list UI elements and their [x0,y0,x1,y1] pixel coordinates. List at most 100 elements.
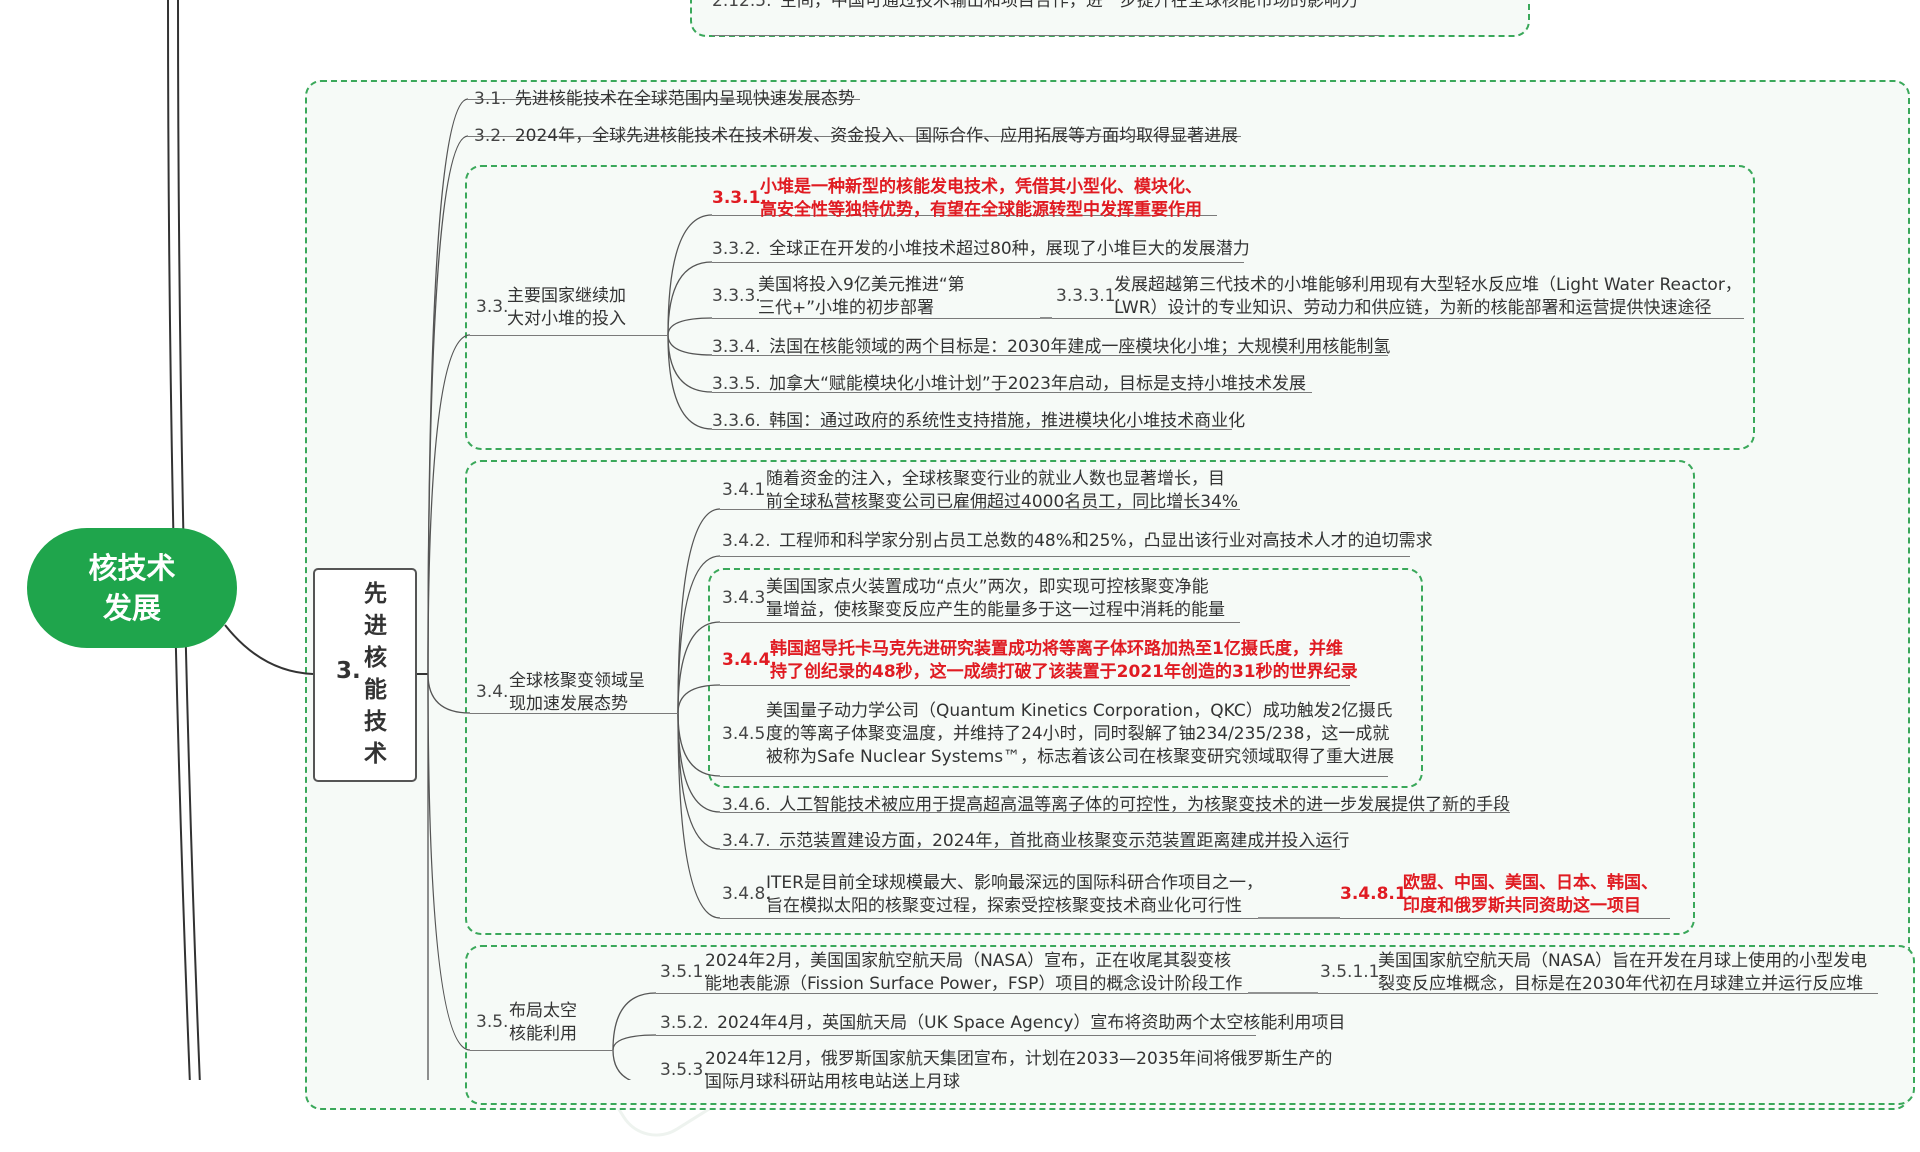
node-number: 3.3.4. [712,337,761,357]
underline [470,335,668,336]
node-text-line1: 2024年12月，俄罗斯国家航天集团宣布，计划在2033—2035年间将俄罗斯生… [705,1049,1333,1069]
node-text: 2024年，全球先进核能技术在技术研发、资金投入、国际合作、应用拓展等方面均取得… [514,126,1239,146]
underline [712,215,1217,216]
node-text: 加拿大“赋能模块化小堆计划”于2023年启动，目标是支持小堆技术发展 [769,374,1306,394]
underline [470,1050,613,1051]
node-text-line1: 小堆是一种新型的核能发电技术，凭借其小型化、模块化、 [760,177,1202,197]
underline [470,713,678,714]
node-number: 3.4.2. [722,531,771,551]
node-number: 3.3.2. [712,239,761,259]
node-3-3-4[interactable]: 3.3.4. 法国在核能领域的两个目标是：2030年建成一座模块化小堆；大规模利… [712,336,1390,359]
node-3-3-2[interactable]: 3.3.2. 全球正在开发的小堆技术超过80种，展现了小堆巨大的发展潜力 [712,238,1250,261]
node-number: 3.3.1. [712,188,767,208]
underline [712,392,1312,393]
underline [1052,318,1744,319]
node-number: 3.5.2. [660,1013,709,1033]
node-number: 2.12.5. [712,0,772,11]
node-text-line1: 布局太空 [509,1001,577,1021]
underline [468,136,1241,137]
node-3-1[interactable]: 3.1. 先进核能技术在全球范围内呈现快速发展态势 [474,88,855,111]
node-3-3-5[interactable]: 3.3.5. 加拿大“赋能模块化小堆计划”于2023年启动，目标是支持小堆技术发… [712,373,1306,396]
underline [720,776,1388,777]
underline [712,355,1388,356]
node-3-2[interactable]: 3.2. 2024年，全球先进核能技术在技术研发、资金投入、国际合作、应用拓展等… [474,125,1238,148]
node-number: 3.5.1. [660,962,709,982]
node-text-line2: 持了创纪录的48秒，这一成绩打破了该装置于2021年创造的31秒的世界纪录 [770,662,1358,682]
underline [720,685,1350,686]
node-3-4-7[interactable]: 3.4.7. 示范装置建设方面，2024年，首批商业核聚变示范装置距离建成并投入… [722,830,1349,853]
node-text: 空间，中国可通过技术输出和项目合作，进一步提升在全球核能市场的影响力 [779,0,1358,11]
node-text-line2: 印度和俄罗斯共同资助这一项目 [1403,896,1641,916]
node-text-line2: 现加速发展态势 [509,694,628,714]
underline [1340,918,1670,919]
node-text-line1: 美国将投入9亿美元推进“第 [758,275,965,295]
group-box-3-5 [465,945,1915,1105]
underline [720,812,1510,813]
node-text: 工程师和科学家分别占员工总数的48%和25%，凸显出该行业对高技术人才的迫切需求 [779,531,1433,551]
group-box-section-2-tail [690,0,1530,37]
node-text-line3: 被称为Safe Nuclear Systems™，标志着该公司在核聚变研究领域取… [766,747,1395,767]
node-text-line2: 高安全性等独特优势，有望在全球能源转型中发挥重要作用 [760,200,1202,220]
node-text: 韩国：通过政府的系统性支持措施，推进模块化小堆技术商业化 [769,411,1246,431]
node-text-line2: 旨在模拟太阳的核聚变过程，探索受控核聚变技术商业化可行性 [766,896,1242,916]
root-title-line2: 发展 [102,591,161,625]
node-3-3-6[interactable]: 3.3.6. 韩国：通过政府的系统性支持措施，推进模块化小堆技术商业化 [712,410,1245,433]
section-node[interactable] [313,568,417,782]
underline [720,556,1410,557]
node-text-line2: 大对小堆的投入 [507,309,626,329]
node-number: 3.3.6. [712,411,761,431]
node-text-line2: 前全球私营核聚变公司已雇佣超过4000名员工，同比增长34% [766,492,1239,512]
node-text-line1: 发展超越第三代技术的小堆能够利用现有大型轻水反应堆（Light Water Re… [1114,275,1742,295]
node-number: 3.5.3. [660,1060,709,1080]
underline [720,509,1240,510]
node-number: 3.4.6. [722,795,771,815]
underline [656,993,1248,994]
root-node[interactable]: 核技术 发展 [27,528,237,648]
underline [720,849,1340,850]
node-3-4-6[interactable]: 3.4.6. 人工智能技术被应用于提高超高温等离子体的可控性，为核聚变技术的进一… [722,794,1510,817]
node-3-4-2[interactable]: 3.4.2. 工程师和科学家分别占员工总数的48%和25%，凸显出该行业对高技术… [722,530,1433,553]
node-text-line1: 美国国家航空航天局（NASA）旨在开发在月球上使用的小型发电 [1378,951,1868,971]
underline [712,318,1040,319]
underline [712,262,1244,263]
node-number: 3.5.1.1. [1320,962,1385,982]
underline [468,99,860,100]
node-text: 2024年4月，英国航天局（UK Space Agency）宣布将资助两个太空核… [717,1013,1346,1033]
node-number: 3.3. [476,297,509,317]
node-text-line2: 核能利用 [509,1024,577,1044]
node-number: 3.4.4. [722,650,777,670]
node-text-line1: 2024年2月，美国国家航空航天局（NASA）宣布，正在收尾其裂变核 [705,951,1232,971]
underline [712,35,1380,36]
node-text-line1: 美国国家点火装置成功“点火”两次，即实现可控核聚变净能 [766,577,1209,597]
node-text: 人工智能技术被应用于提高超高温等离子体的可控性，为核聚变技术的进一步发展提供了新… [779,795,1511,815]
node-text: 先进核能技术在全球范围内呈现快速发展态势 [514,89,855,109]
node-text-line1: ITER是目前全球规模最大、影响最深远的国际科研合作项目之一， [766,873,1263,893]
node-text-line2: LWR）设计的专业知识、劳动力和供应链，为新的核能部署和运营提供快速途径 [1114,298,1712,318]
node-number: 3.3.3.1. [1056,286,1121,306]
section-title: 先进核能技术 [364,581,387,767]
node-number: 3.3.3. [712,286,761,306]
underline [656,1035,1256,1036]
group-box-3-4-3-to-3-4-5 [708,568,1423,788]
node-3-5-2[interactable]: 3.5.2. 2024年4月，英国航天局（UK Space Agency）宣布将… [660,1012,1345,1035]
node-text: 示范装置建设方面，2024年，首批商业核聚变示范装置距离建成并投入运行 [779,831,1350,851]
node-number: 3.4.8.1. [1340,884,1414,904]
underline [1318,993,1878,994]
node-text-line1: 美国量子动力学公司（Quantum Kinetics Corporation，Q… [766,701,1393,721]
node-text-line2: 度的等离子体聚变温度，并维持了24小时，同时裂解了铀234/235/238，这一… [766,724,1390,744]
node-text-line2: 裂变反应堆概念，目标是在2030年代初在月球建立并运行反应堆 [1378,974,1864,994]
root-title-line1: 核技术 [88,551,176,585]
node-text-line1: 全球核聚变领域呈 [509,671,645,691]
underline [712,429,1232,430]
node-number: 3.4. [476,682,509,702]
underline [720,622,1240,623]
node-text-line2: 国际月球科研站用核电站送上月球 [705,1072,960,1092]
node-number: 3.4.1. [722,480,771,500]
section-number: 3. [336,658,361,684]
node-2-12-5[interactable]: 2.12.5. 空间，中国可通过技术输出和项目合作，进一步提升在全球核能市场的影… [712,0,1358,13]
node-text-line2: 能地表能源（Fission Surface Power，FSP）项目的概念设计阶… [705,974,1243,994]
node-text-line2: 量增益，使核聚变反应产生的能量多于这一过程中消耗的能量 [766,600,1225,620]
node-text-line1: 韩国超导托卡马克先进研究装置成功将等离子体环路加热至1亿摄氏度，并维 [770,639,1343,659]
node-number: 3.3.5. [712,374,761,394]
node-number: 3.4.7. [722,831,771,851]
